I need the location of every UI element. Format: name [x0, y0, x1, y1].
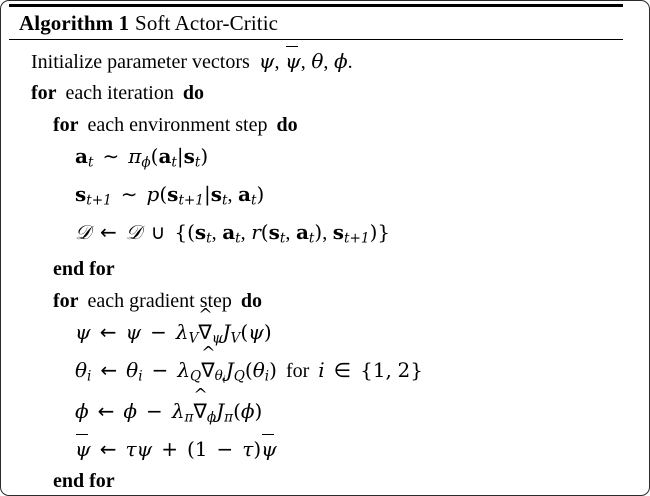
algorithm-top-rule [9, 4, 623, 7]
symbol-nabla-hat: ∇ [198, 307, 212, 348]
symbol-nabla-hat: ∇ [193, 386, 207, 427]
line-for-env-step-text: each environment step [87, 113, 268, 136]
symbol-distributed-as: ∼ [120, 181, 138, 206]
symbol-assign-arrow: ← [99, 319, 117, 344]
symbol-element-of: ∈ [333, 357, 352, 382]
algorithm-label: Algorithm 1 [19, 11, 130, 35]
symbol-assign-arrow: ← [99, 219, 117, 244]
pseudocode-line-for-gradient-step: for each gradient step do [9, 286, 623, 317]
symbol-distributed-as: ∼ [102, 143, 120, 168]
pseudocode-line-for-iteration: for each iteration do [9, 78, 623, 109]
symbol-tau: τ [242, 436, 254, 461]
symbol-minus: − [216, 436, 234, 461]
symbol-minus: − [151, 357, 169, 382]
symbol-union: ∪ [150, 219, 166, 244]
line-for-gradient-step-text: each gradient step [87, 289, 232, 312]
pseudocode-line-sample-action: at∼πϕ(at|st) [75, 143, 209, 171]
symbol-lambda: λ [177, 357, 191, 382]
keyword-end-for: end for [53, 258, 115, 281]
symbol-objective-J: J [225, 357, 234, 382]
line-init-text: Initialize parameter vectors [31, 51, 250, 73]
keyword-do: do [182, 82, 204, 105]
symbol-state-vector: s [75, 181, 87, 206]
algorithm-name: Soft Actor-Critic [135, 11, 279, 35]
keyword-for: for [53, 289, 79, 312]
keyword-do: do [276, 113, 298, 136]
pseudocode-line-update-psi: ψ←ψ−λV∇ψJV(ψ) [9, 307, 623, 355]
symbol-replay-buffer: 𝒟 [75, 219, 91, 244]
symbol-psi-bar: ψ [75, 434, 91, 465]
symbol-psi-bar: ψ [285, 46, 301, 77]
symbol-assign-arrow: ← [97, 399, 115, 424]
symbol-minus: − [150, 319, 167, 344]
symbol-theta: θ [311, 49, 324, 73]
pseudocode-line-end-for-gradient-step: end for [9, 466, 623, 495]
symbol-psi: ψ [75, 319, 91, 344]
symbol-policy-pi: π [128, 143, 142, 168]
pseudocode-line-update-psi-bar: ψ←τψ+(1−τ)ψ [9, 434, 623, 466]
line-for-iteration-text: each iteration [65, 82, 174, 105]
symbol-objective-J: J [216, 399, 225, 424]
algorithm-title-rule [9, 39, 623, 40]
pseudocode-line-for-env-step: for each environment step do [9, 110, 623, 141]
symbol-psi: ψ [258, 49, 275, 73]
symbol-lambda: λ [171, 399, 185, 424]
symbol-phi: ϕ [333, 49, 348, 73]
symbol-lambda: λ [175, 319, 189, 344]
symbol-action-vector: a [75, 143, 88, 168]
keyword-end-for: end for [53, 470, 115, 493]
keyword-for-roman: for [285, 359, 310, 382]
keyword-for: for [53, 113, 79, 136]
symbol-index-set: {1, [360, 357, 392, 382]
pseudocode-line-end-for-env-step: end for [9, 254, 623, 285]
pseudocode-line-sample-next-state: st+1∼p(st+1|st,at) [75, 181, 265, 209]
symbol-psi-bar: ψ [261, 434, 277, 465]
symbol-plus: + [161, 436, 178, 461]
symbol-objective-J: J [222, 319, 231, 344]
pseudocode-line-update-buffer: 𝒟←𝒟∪{(st,at,r(st,at),st+1)} [75, 219, 391, 247]
symbol-transition-p: p [146, 181, 160, 206]
keyword-do: do [240, 289, 263, 312]
symbol-conditional-bar: | [176, 143, 184, 168]
symbol-theta: θ [75, 357, 88, 382]
symbol-replay-buffer: 𝒟 [125, 219, 142, 244]
symbol-nabla-hat: ∇ [201, 345, 215, 386]
symbol-assign-arrow: ← [99, 436, 117, 461]
symbol-tau: τ [125, 436, 137, 461]
symbol-psi: ψ [136, 436, 153, 461]
symbol-assign-arrow: ← [100, 357, 118, 382]
symbol-minus: − [146, 399, 163, 424]
pseudocode-line-update-phi: ϕ←ϕ−λπ∇ϕJπ(ϕ) [9, 386, 623, 434]
keyword-for: for [31, 82, 57, 105]
symbol-index-i: i [318, 357, 325, 382]
symbol-phi: ϕ [75, 399, 89, 424]
symbol-conditional-bar: | [203, 181, 211, 206]
symbol-reward-r: r [251, 219, 261, 244]
